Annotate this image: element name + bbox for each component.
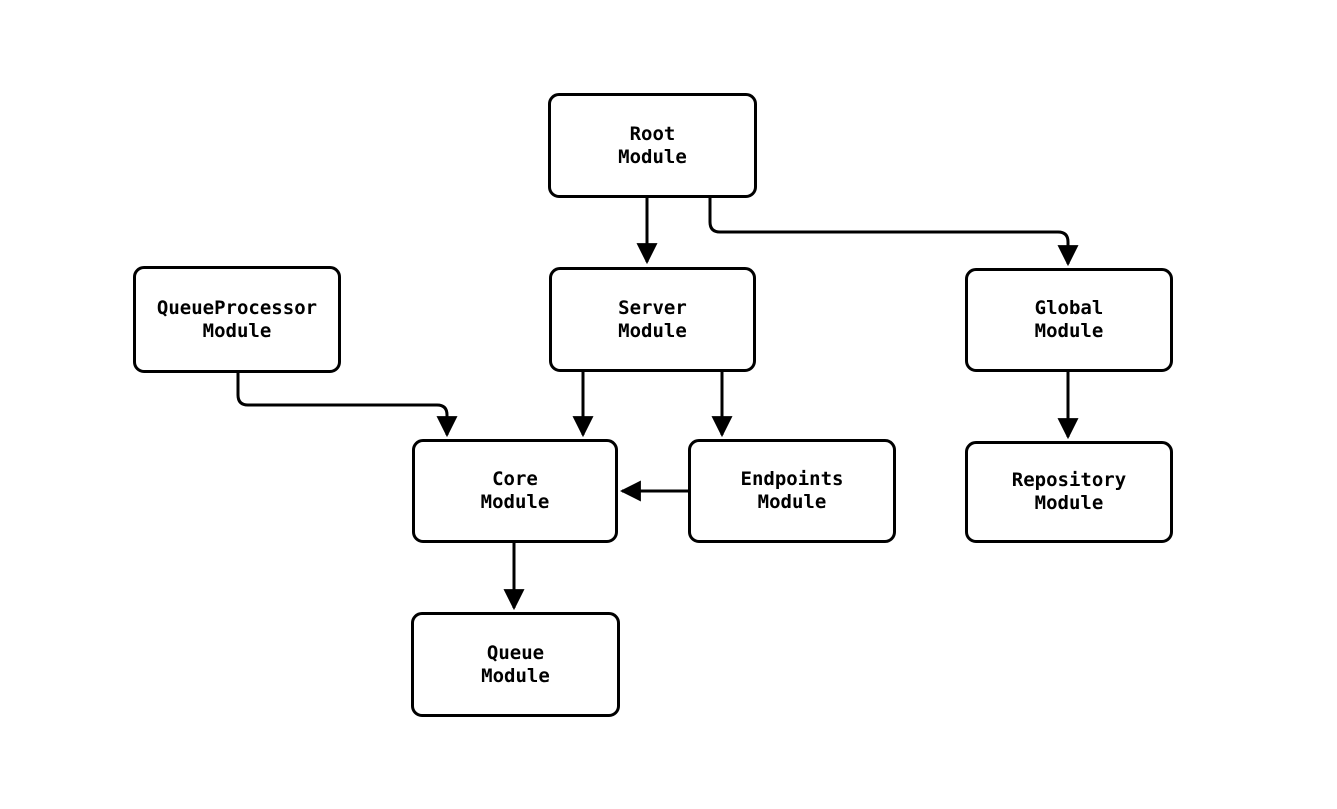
node-label-line: Module bbox=[1034, 492, 1104, 514]
node-label-line: Module bbox=[757, 491, 827, 513]
node-label-line: Queue bbox=[486, 641, 545, 664]
node-global-module: Global Module bbox=[965, 268, 1173, 372]
node-label-line: Module bbox=[618, 319, 687, 342]
node-label-line: Module bbox=[481, 664, 550, 687]
node-label-line: Core bbox=[492, 468, 538, 490]
node-label-line: Endpoints bbox=[740, 468, 844, 490]
edge-root-to-global bbox=[708, 198, 1079, 267]
node-label-line: Module bbox=[480, 491, 550, 513]
node-label-line: Root bbox=[629, 122, 676, 145]
node-root-module: Root Module bbox=[548, 93, 757, 198]
node-label-line: Module bbox=[1034, 320, 1104, 342]
node-label-line: QueueProcessor bbox=[156, 296, 318, 319]
node-label-line: Server bbox=[618, 296, 687, 319]
node-endpoints-module: Endpoints Module bbox=[688, 439, 896, 543]
node-label-line: Module bbox=[202, 319, 272, 342]
node-server-module: Server Module bbox=[549, 267, 756, 372]
node-label-line: Global bbox=[1034, 297, 1104, 319]
node-queue-processor-module: QueueProcessor Module bbox=[133, 266, 341, 373]
node-repository-module: Repository Module bbox=[965, 441, 1173, 543]
edge-queue-processor-to-core bbox=[236, 373, 458, 438]
node-core-module: Core Module bbox=[412, 439, 618, 543]
node-queue-module: Queue Module bbox=[411, 612, 620, 717]
node-label-line: Repository bbox=[1011, 469, 1127, 491]
node-label-line: Module bbox=[618, 145, 687, 168]
